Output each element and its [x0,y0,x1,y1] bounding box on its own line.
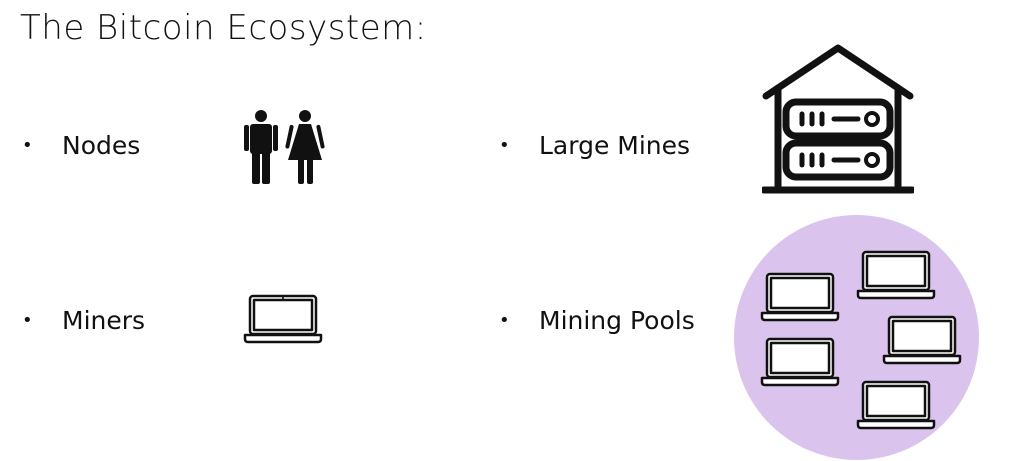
bullet: • [22,310,33,331]
laptop-icon [760,337,840,387]
bullet: • [499,310,510,331]
laptop-icon [856,250,936,300]
server-house-icon [762,44,914,194]
bullet: • [499,135,510,156]
list-item-mining-pools: • Mining Pools [499,306,695,335]
laptop-icon [243,294,323,344]
item-label-large-mines: Large Mines [539,131,691,160]
list-item-miners: • Miners [22,306,145,335]
bullet: • [22,135,33,156]
laptop-icon [882,315,962,365]
list-item-nodes: • Nodes [22,131,140,160]
item-label-nodes: Nodes [62,131,141,160]
item-label-mining-pools: Mining Pools [539,306,695,335]
item-label-miners: Miners [62,306,146,335]
people-icon [244,110,325,184]
page-title: The Bitcoin Ecosystem: [20,8,427,48]
laptop-icon [856,380,936,430]
list-item-large-mines: • Large Mines [499,131,690,160]
laptop-icon [760,272,840,322]
